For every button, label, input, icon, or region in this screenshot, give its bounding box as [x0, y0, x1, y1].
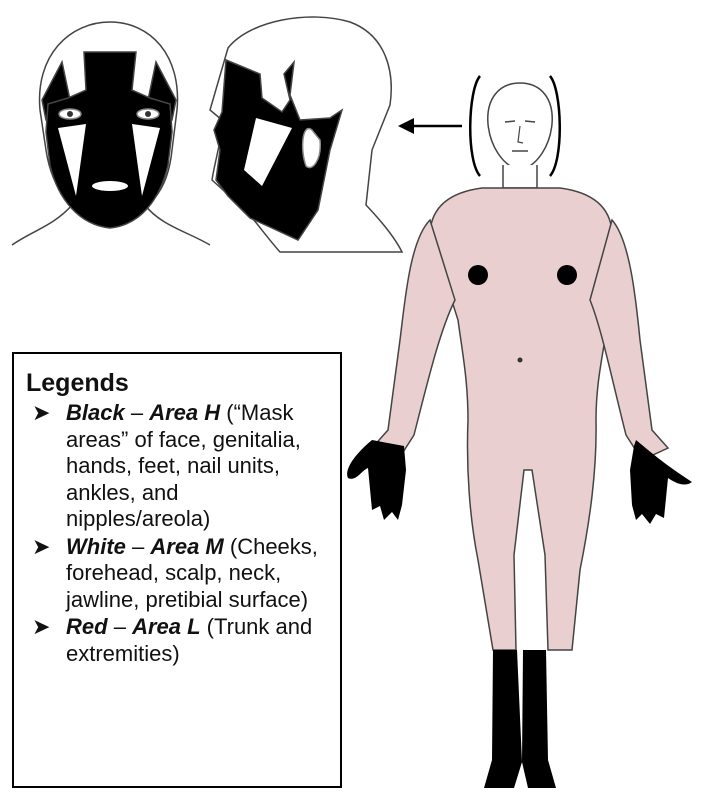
arrowhead-bullet-icon: ➤: [32, 400, 50, 427]
legend-color-word: White: [66, 534, 126, 559]
legend-item-area-h: ➤ Black – Area H (“Mask areas” of face, …: [26, 400, 328, 533]
full-body-figure: [347, 76, 692, 788]
legend-color-word: Red: [66, 614, 108, 639]
legend-dash: –: [114, 614, 126, 639]
legend-title: Legends: [26, 368, 328, 398]
legend-dash: –: [132, 534, 144, 559]
body-neck: [503, 165, 537, 188]
legend-dash: –: [131, 400, 143, 425]
face-front-mouth: [92, 181, 128, 191]
arrowhead-bullet-icon: ➤: [32, 614, 50, 641]
left-arrow-icon: [398, 118, 462, 134]
left-bracket-icon: [470, 76, 480, 176]
body-arm-right: [590, 220, 668, 460]
body-trunk-legs: [430, 188, 612, 650]
arrowhead-bullet-icon: ➤: [32, 534, 50, 561]
body-hand-left: [347, 440, 406, 520]
body-nipple-right: [557, 265, 577, 285]
legend-box: Legends ➤ Black – Area H (“Mask areas” o…: [12, 352, 342, 788]
legend-area-name: Area M: [150, 534, 223, 559]
face-side-view: [210, 17, 402, 252]
legend-color-word: Black: [66, 400, 125, 425]
legend-area-name: Area L: [132, 614, 200, 639]
legend-item-area-m: ➤ White – Area M (Cheeks, forehead, scal…: [26, 534, 328, 614]
legend-area-name: Area H: [149, 400, 220, 425]
legend-item-area-l: ➤ Red – Area L (Trunk and extremities): [26, 614, 328, 667]
body-hand-right: [630, 440, 692, 524]
body-shin-left: [484, 650, 522, 788]
body-nipple-left: [468, 265, 488, 285]
body-shin-right: [522, 650, 556, 788]
face-front-view: [12, 22, 210, 245]
body-navel: [518, 358, 523, 363]
